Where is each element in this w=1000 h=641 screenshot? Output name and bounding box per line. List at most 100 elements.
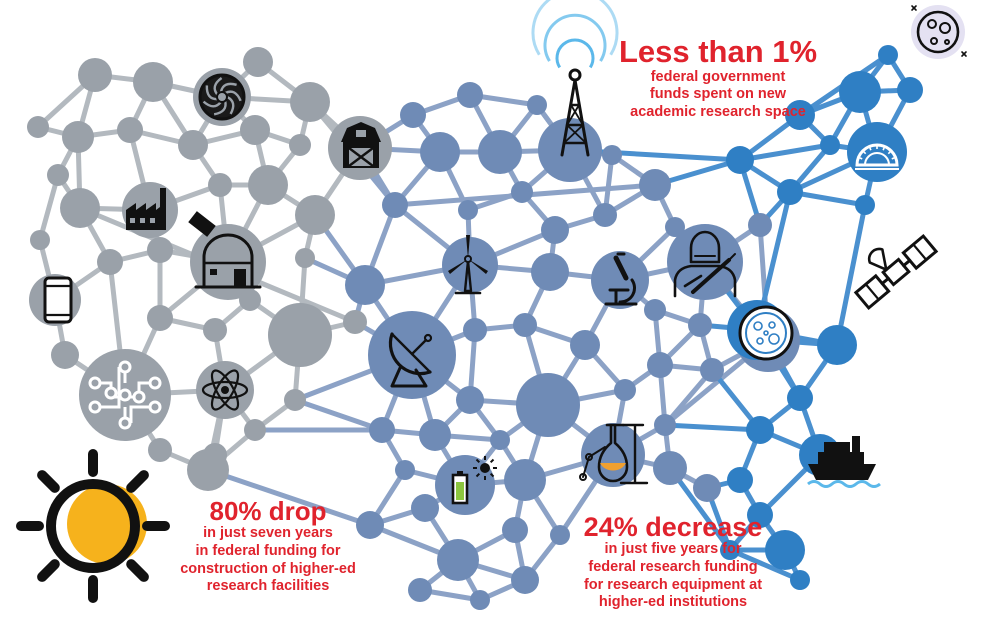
- stat-construction-funding-line: in federal funding for: [195, 542, 341, 559]
- network-node: [442, 237, 498, 293]
- network-node: [647, 352, 673, 378]
- atom-icon: [201, 369, 249, 411]
- network-node: [688, 313, 712, 337]
- network-node: [839, 71, 881, 113]
- protractor-icon: [855, 143, 899, 170]
- network-node: [720, 540, 740, 560]
- network-node: [490, 430, 510, 450]
- network-node: [581, 423, 645, 487]
- satellite-icon: [853, 233, 939, 311]
- moon-icon: [911, 5, 967, 59]
- network-node: [700, 358, 724, 382]
- network-node: [787, 385, 813, 411]
- network-node: [420, 132, 460, 172]
- network-node: [817, 325, 857, 365]
- stat-equipment-funding-line: federal research funding: [588, 559, 758, 576]
- network-node: [504, 459, 546, 501]
- network-node: [289, 134, 311, 156]
- network-node: [458, 200, 478, 220]
- stat-construction-funding: 80% drop in just seven years in federal …: [168, 496, 368, 596]
- network-node: [133, 62, 173, 102]
- stat-equipment-funding-line: in just five years for: [604, 541, 742, 558]
- network-node: [653, 451, 687, 485]
- network-node: [511, 181, 533, 203]
- wind-turbine-icon: [448, 235, 488, 295]
- network-node: [456, 386, 484, 414]
- network-node: [747, 502, 773, 528]
- network-node: [248, 165, 288, 205]
- petri-dish-icon: [738, 305, 794, 361]
- network-node: [148, 438, 172, 462]
- stat-construction-funding-headline: 80% drop: [209, 496, 327, 526]
- stat-research-space-line: funds spent on new: [649, 86, 787, 103]
- network-edge: [834, 202, 868, 348]
- network-node: [538, 118, 602, 182]
- network-node: [295, 195, 335, 235]
- network-node: [437, 539, 479, 581]
- stat-equipment-funding-headline: 24% decrease: [583, 512, 763, 542]
- network-node: [117, 117, 143, 143]
- stat-equipment-funding-line: higher-ed institutions: [598, 594, 748, 611]
- network-node: [78, 58, 112, 92]
- network-node: [602, 145, 622, 165]
- network-node: [268, 303, 332, 367]
- network-node: [513, 313, 537, 337]
- network-node: [178, 130, 208, 160]
- observatory-icon: [188, 211, 262, 289]
- network-node: [777, 179, 803, 205]
- network-node: [855, 195, 875, 215]
- stat-construction-funding-line: research facilities: [206, 578, 330, 595]
- network-node: [369, 417, 395, 443]
- stat-equipment-funding-line: for research equipment at: [583, 576, 763, 593]
- circuit-network-icon: [88, 360, 162, 430]
- network-node: [726, 146, 754, 174]
- network-node: [820, 135, 840, 155]
- network-node: [897, 77, 923, 103]
- sun-icon: [16, 449, 170, 603]
- network-node: [478, 130, 522, 174]
- network-node: [665, 217, 685, 237]
- network-node: [878, 45, 898, 65]
- network-node: [541, 216, 569, 244]
- network-node: [60, 188, 100, 228]
- network-node: [614, 379, 636, 401]
- radio-tower-icon: [531, 0, 619, 157]
- network-node: [27, 116, 49, 138]
- network-node: [290, 82, 330, 122]
- battery-solar-icon: [451, 456, 497, 505]
- stat-construction-funding-line: in just seven years: [203, 525, 333, 542]
- factory-icon: [126, 188, 166, 230]
- stat-research-space-line: federal government: [650, 68, 786, 85]
- network-node: [790, 570, 810, 590]
- network-node: [187, 449, 229, 491]
- network-node: [470, 590, 490, 610]
- network-node: [693, 474, 721, 502]
- network-node: [511, 566, 539, 594]
- network-edge: [37, 172, 61, 243]
- network-node: [457, 82, 483, 108]
- network-node: [591, 251, 649, 309]
- stat-equipment-funding: 24% decrease in just five years for fede…: [548, 513, 798, 612]
- network-icons: [16, 0, 967, 603]
- network-node: [531, 253, 569, 291]
- network-node: [746, 416, 774, 444]
- network-node: [62, 121, 94, 153]
- network-node: [644, 299, 666, 321]
- network-node: [550, 525, 570, 545]
- network-node: [243, 47, 273, 77]
- network-node: [203, 318, 227, 342]
- network-node: [345, 265, 385, 305]
- network-node: [570, 330, 600, 360]
- network-node: [51, 341, 79, 369]
- network-node: [400, 102, 426, 128]
- network-node: [593, 203, 617, 227]
- network-edge: [737, 142, 833, 163]
- network-node: [408, 578, 432, 602]
- network-node: [516, 373, 580, 437]
- network-edge: [662, 422, 763, 433]
- network-node: [639, 169, 671, 201]
- satellite-dish-icon: [388, 332, 433, 388]
- network-node: [765, 530, 805, 570]
- network-edge: [727, 547, 803, 583]
